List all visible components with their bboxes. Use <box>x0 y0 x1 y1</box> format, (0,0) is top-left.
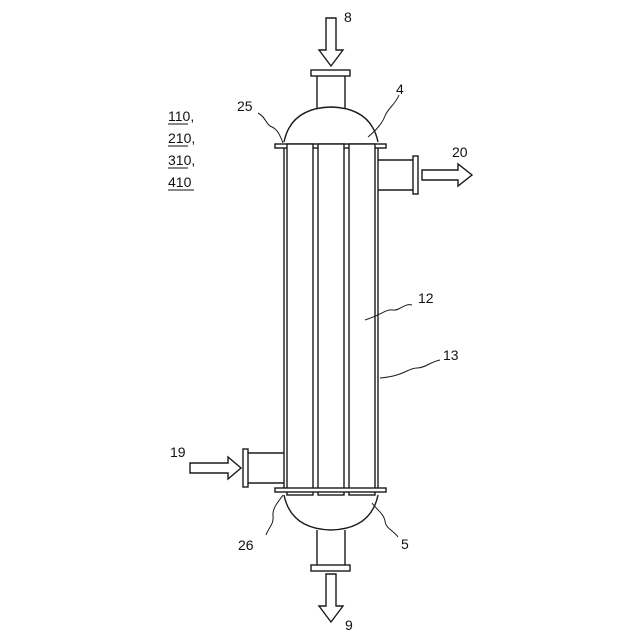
bottom-tube-sheet <box>275 488 386 492</box>
label-shell: 13 <box>443 347 459 363</box>
top-head <box>284 107 378 142</box>
shell-outlet-arrow <box>422 164 472 186</box>
label-tube: 12 <box>418 290 434 306</box>
bottom-nozzle <box>311 530 350 571</box>
label-top-inlet: 8 <box>344 9 352 25</box>
label-top-tube-sheet: 25 <box>237 98 253 114</box>
bottom-head <box>284 495 378 530</box>
label-bottom-outlet: 9 <box>345 617 353 633</box>
label-shell-outlet: 20 <box>452 144 468 160</box>
top-nozzle <box>311 70 350 109</box>
shell-inlet-arrow <box>190 457 241 479</box>
tube-bundle <box>287 144 375 495</box>
reference-label-310: 310, <box>168 152 195 168</box>
label-shell-inlet: 19 <box>170 444 186 460</box>
label-top-head: 4 <box>396 81 404 97</box>
shell-inlet-nozzle <box>243 449 284 487</box>
reference-labels: 110, 210, 310, 410 <box>168 108 195 190</box>
label-bottom-head: 5 <box>401 536 409 552</box>
shell-outlet-nozzle <box>378 156 418 194</box>
tube-right <box>349 144 375 495</box>
label-bottom-tube-sheet: 26 <box>238 537 254 553</box>
top-inlet-arrow <box>319 18 343 66</box>
tube-middle <box>318 144 344 495</box>
tube-left <box>287 144 313 495</box>
reference-label-210: 210, <box>168 130 195 146</box>
reference-label-410: 410 <box>168 174 192 190</box>
bottom-outlet-arrow <box>319 574 343 622</box>
reference-label-110: 110, <box>168 108 194 124</box>
